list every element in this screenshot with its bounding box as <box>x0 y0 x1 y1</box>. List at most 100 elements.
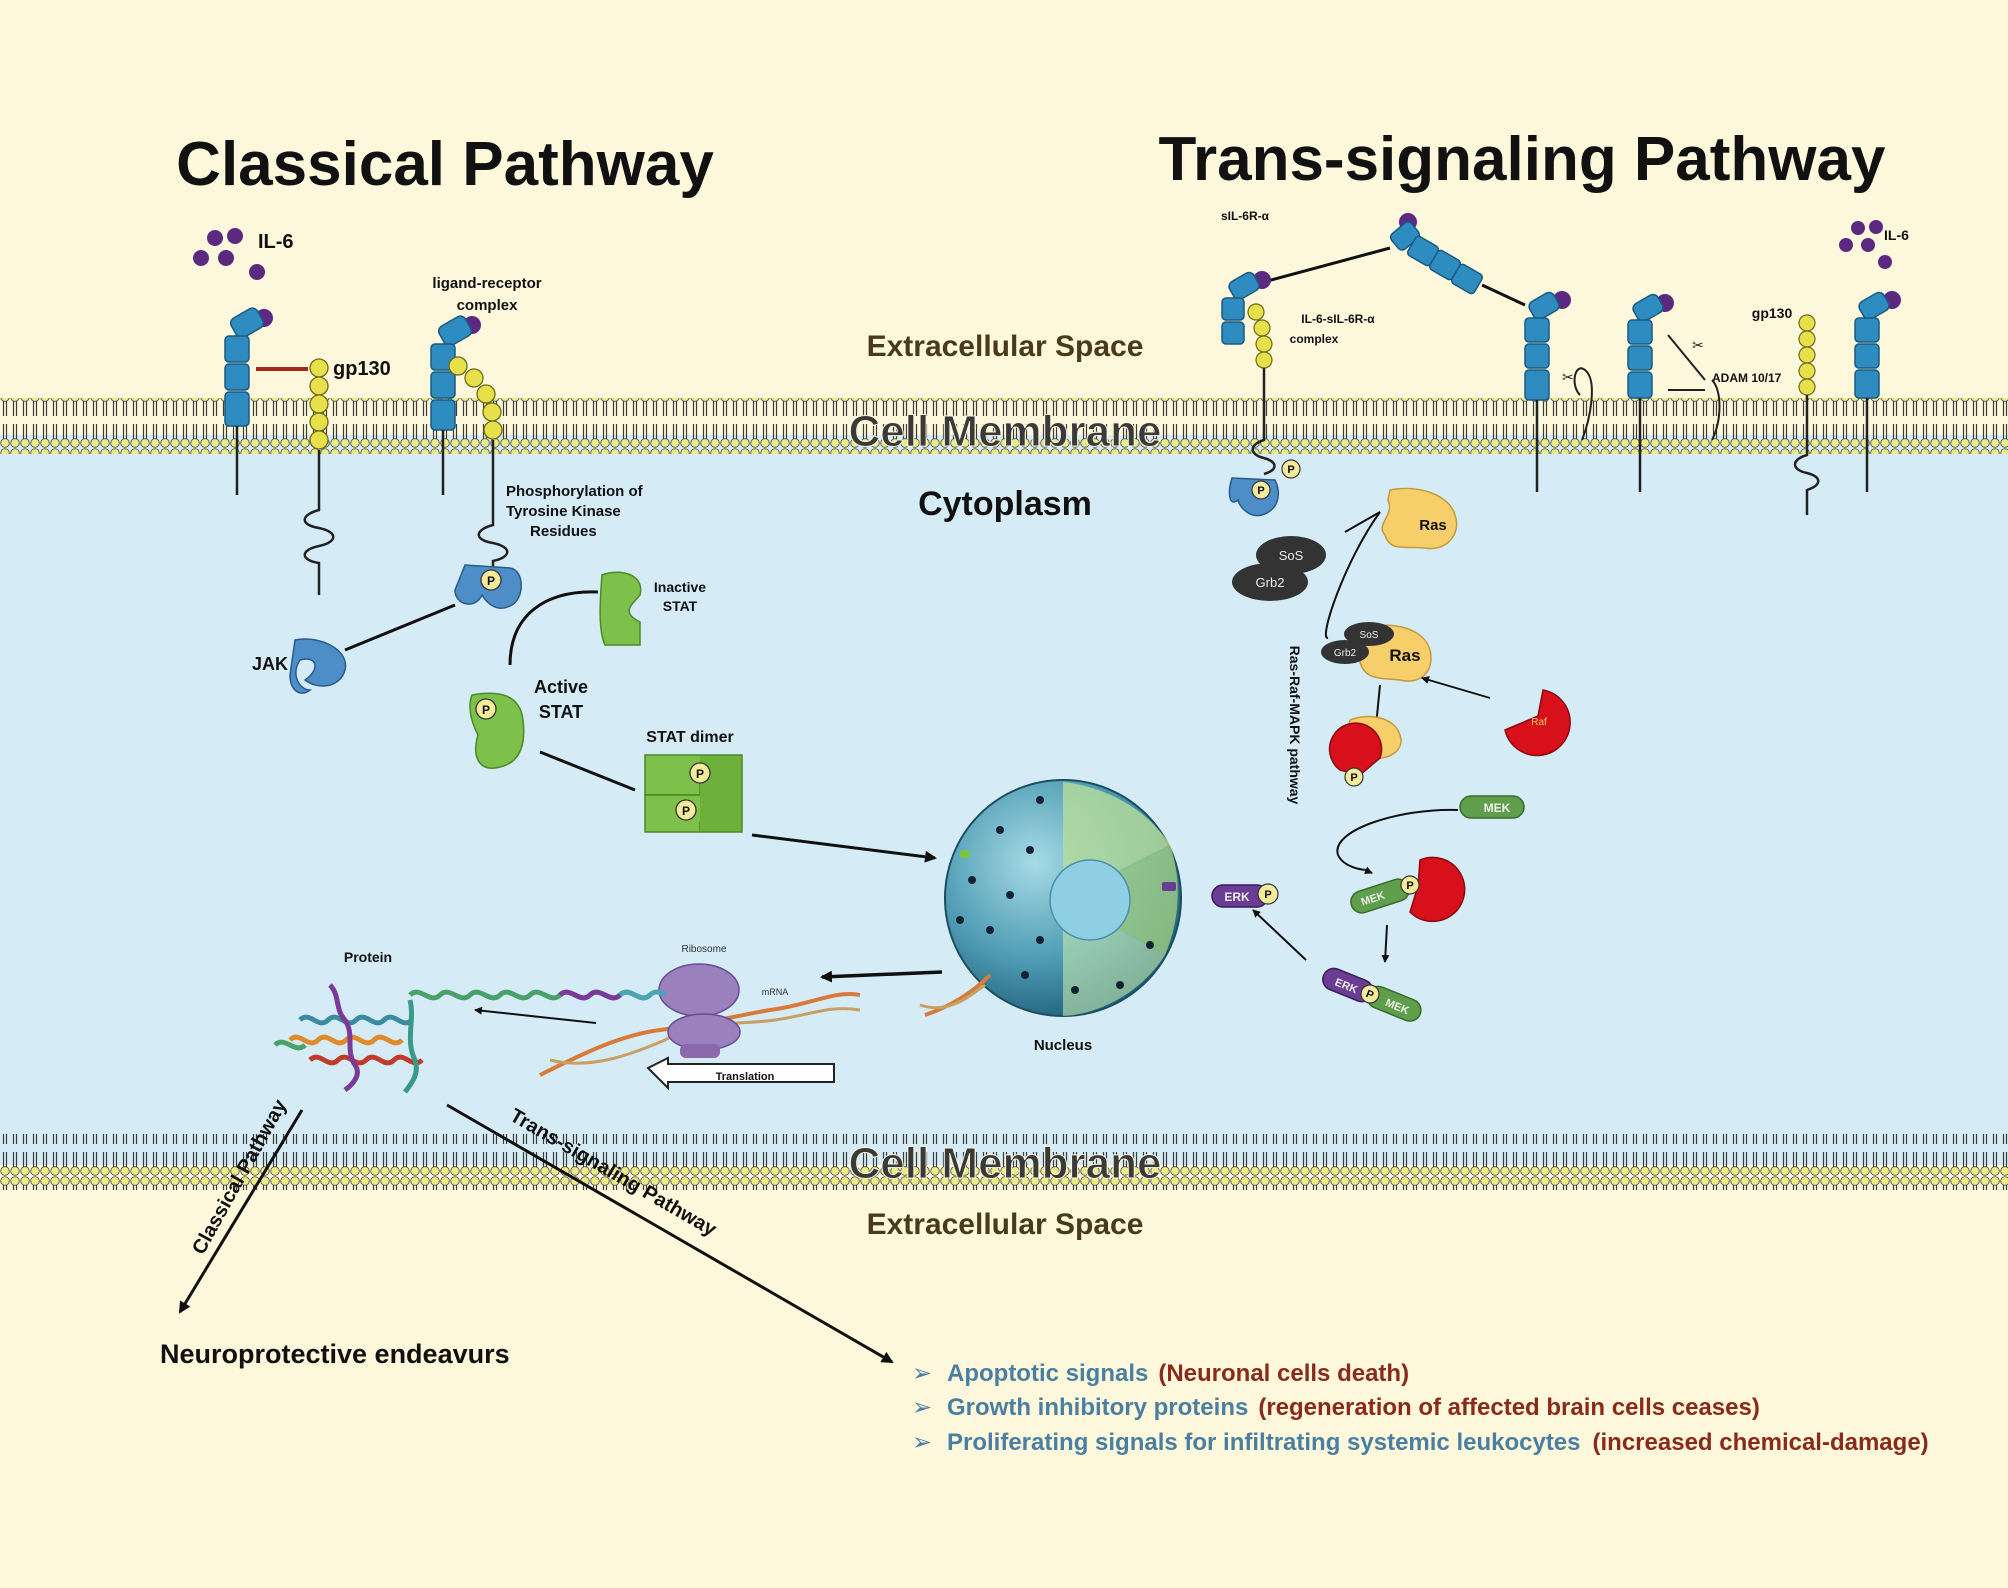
soluble-il6r <box>1389 213 1484 295</box>
extracellular-label-bottom: Extracellular Space <box>867 1208 1144 1241</box>
mek-protein <box>1459 795 1525 819</box>
phosphorylation-label-2: Tyrosine Kinase <box>506 503 621 520</box>
translation-label: Translation <box>716 1071 775 1083</box>
jak-phosphorylated: P <box>454 564 522 609</box>
raf-p-circle <box>1344 767 1364 787</box>
phosphorylation-label-1: Phosphorylation of <box>506 483 644 500</box>
outcome-bullet-icon: ➢ <box>912 1429 932 1456</box>
cell-membrane-top <box>0 398 2008 454</box>
outcome-item-2: Growth inhibitory proteins(regeneration … <box>947 1394 1760 1421</box>
active-stat: P <box>469 692 525 769</box>
scissors-icon: ✂ <box>1692 337 1704 353</box>
outcome-item-1: Apoptotic signals(Neuronal cells death) <box>947 1360 1409 1387</box>
raf-bound <box>1328 722 1383 776</box>
outcome-bullet-icon: ➢ <box>912 1360 932 1387</box>
mek-p-circle <box>1400 875 1420 895</box>
protein-label: Protein <box>344 949 392 965</box>
raf-to-ras-arrow <box>1421 676 1491 699</box>
il6-receptor-classical <box>224 307 273 495</box>
erk-p-label: P <box>1264 889 1271 901</box>
sil6r-binding-connector <box>1259 246 1391 285</box>
gp130-chain-trans <box>1793 314 1820 515</box>
scissors-icon: ✂ <box>1562 369 1574 385</box>
il6-label-classical: IL-6 <box>258 231 294 253</box>
erk-mek-complex: ERK MEK P <box>1322 967 1422 1022</box>
stat-dimerization-connector <box>539 750 636 792</box>
inactive-stat-label-1: Inactive <box>654 579 706 595</box>
ras-activation-curve <box>1324 511 1381 640</box>
gp130-label-trans: gp130 <box>1752 305 1793 321</box>
ligand-receptor-label-1: ligand-receptor <box>432 275 541 292</box>
ribosome-to-protein-arrow <box>474 1006 597 1024</box>
outcome-item-3: Proliferating signals for infiltrating s… <box>947 1429 1929 1456</box>
ras-raf-mapk-label: Ras-Raf-MAPK pathway <box>1287 646 1303 805</box>
nucleus-to-ribosome-arrow <box>820 970 943 983</box>
mrna-label: mRNA <box>762 987 789 997</box>
translation-arrow[interactable] <box>646 1056 835 1091</box>
stat-dimer-p-label-1: P <box>696 767 704 781</box>
ras-label: Ras <box>1419 517 1447 534</box>
jak-protein <box>289 638 347 694</box>
nucleus <box>944 779 1182 1017</box>
mek-label: MEK <box>1484 801 1511 815</box>
classical-title: Classical Pathway <box>176 130 714 199</box>
gp130-label-classical: gp130 <box>333 358 391 380</box>
membrane-label-top: Cell Membrane <box>849 407 1162 456</box>
membrane-il6r-right <box>1854 291 1901 492</box>
jak-p-label: P <box>487 574 495 588</box>
il6-label-trans: IL-6 <box>1884 227 1909 243</box>
erk-release-arrow <box>1252 909 1307 961</box>
ribosome-label: Ribosome <box>681 944 726 955</box>
trans-title: Trans-signaling Pathway <box>1159 125 1886 194</box>
grb2-protein <box>1232 563 1308 601</box>
extracellular-label-top: Extracellular Space <box>867 330 1144 363</box>
gp130-chain-classical <box>303 358 335 595</box>
ribosome <box>658 963 741 1058</box>
adam-label: ADAM 10/17 <box>1712 371 1782 385</box>
protein-structure <box>273 983 667 1094</box>
il6-sil6r-complex <box>1221 271 1276 476</box>
erk-label: ERK <box>1224 890 1250 904</box>
outcome-bullet-icon: ➢ <box>912 1394 932 1421</box>
sos-complex <box>1344 622 1394 646</box>
phosphorylation-label-3: Residues <box>530 523 597 540</box>
il6-cluster-trans <box>1839 220 1892 269</box>
trans-jak: P P <box>1228 459 1301 517</box>
raf-p-label: P <box>1350 772 1357 784</box>
grb2-complex <box>1321 640 1369 664</box>
inactive-stat <box>599 571 642 646</box>
stat-dimer-p-label-2: P <box>682 804 690 818</box>
active-stat-p-label: P <box>482 703 490 717</box>
grb2-complex-label: Grb2 <box>1334 648 1357 659</box>
mek-recruitment-arrow <box>1363 866 1373 874</box>
trans-jak-p-label-1: P <box>1257 485 1264 497</box>
raf-label: Raf <box>1531 717 1547 728</box>
stat-dimer-label: STAT dimer <box>646 729 733 746</box>
trans-outcome-arrow <box>446 1103 894 1364</box>
membrane-il6r-adam-1: ✂ <box>1524 291 1593 492</box>
grb2-label: Grb2 <box>1256 575 1285 590</box>
erk-p-circle <box>1257 883 1279 905</box>
raf-protein <box>1504 689 1571 757</box>
inactive-stat-label-2: STAT <box>663 598 698 614</box>
mek-p-label: P <box>1406 880 1413 892</box>
ligand-receptor-label-2: complex <box>457 297 519 314</box>
active-stat-label-2: STAT <box>539 702 583 722</box>
jak-connector <box>344 603 456 652</box>
sil6r-shedding-connector <box>1481 283 1526 307</box>
stat-activation-curve <box>508 590 599 666</box>
ligand-receptor-complex <box>430 315 509 578</box>
neuroprotective-label: Neuroprotective endeavurs <box>160 1339 510 1369</box>
trans-outcome-list: ➢ Apoptotic signals(Neuronal cells death… <box>912 1360 1929 1456</box>
ras-complex-label: Ras <box>1389 646 1420 665</box>
complex-label-2: complex <box>1290 332 1339 346</box>
active-stat-label-1: Active <box>534 677 588 697</box>
trans-jak-p-label-2: P <box>1287 464 1294 476</box>
erk-mek-p-label: P <box>1364 988 1375 1002</box>
sil6r-label: sIL-6R-α <box>1221 209 1270 223</box>
jak-label: JAK <box>252 654 288 674</box>
ras-protein <box>1381 487 1458 550</box>
stat-dimer: P P <box>644 754 743 833</box>
raf-mek-complex <box>1409 856 1466 923</box>
